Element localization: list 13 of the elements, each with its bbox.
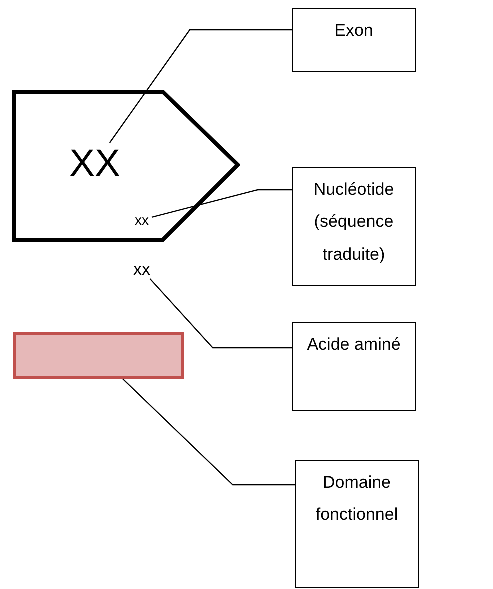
leader-line: [150, 278, 292, 349]
leader-line: [152, 189, 292, 218]
amino-acid-symbol: xx: [131, 261, 153, 279]
exon-pentagon: [12, 90, 240, 242]
callout-box: Nucléotide (séquence traduite): [292, 167, 416, 286]
leader-line: [122, 378, 295, 486]
callout-box: Exon: [292, 8, 416, 72]
leader-line: [109, 29, 292, 144]
callout-box: Domaine fonctionnel: [295, 460, 419, 588]
nucleotide-symbol: xx: [132, 212, 152, 228]
domain-bar: [13, 332, 184, 379]
exon-symbol: XX: [68, 143, 122, 185]
callout-box: Acide aminé: [292, 322, 416, 411]
